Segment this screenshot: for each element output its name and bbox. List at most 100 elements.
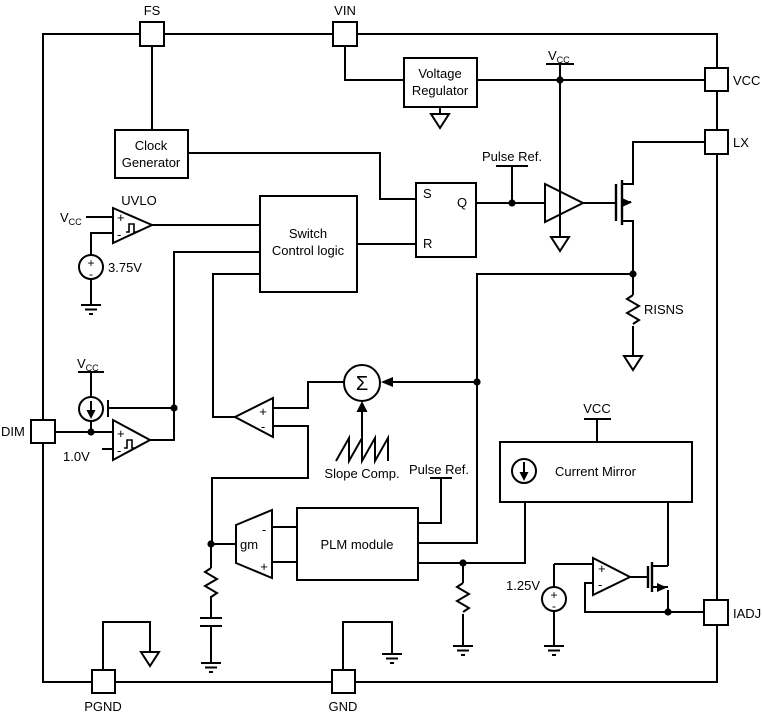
gate-drive: Pulse Ref. (476, 64, 616, 253)
pin-gnd (331, 669, 356, 694)
clock-generator-label: Generator (122, 155, 181, 170)
voltage-source-icon (78, 254, 104, 280)
gm-amp-icon (235, 508, 273, 580)
power-ground-icon (549, 236, 571, 253)
nmos-icon (646, 562, 668, 592)
minus-sign: - (262, 522, 266, 537)
junction-dot (664, 608, 672, 616)
arrowhead-icon (86, 410, 96, 419)
junction-dot (473, 378, 481, 386)
pin-vcc-label: VCC (733, 73, 760, 88)
voltage-regulator-label: Voltage (418, 66, 461, 81)
plus-sign: + (259, 404, 267, 419)
switch-control-logic-block (259, 195, 358, 293)
pin-vcc (704, 67, 729, 92)
pin-gnd-label: GND (329, 699, 358, 714)
slope-comp-waveform-icon (335, 434, 389, 465)
resistor-icon (625, 294, 641, 325)
error-amp: + - (211, 273, 309, 544)
gnd-branch (342, 621, 402, 670)
uvlo-label: UVLO (121, 193, 156, 208)
ground-icon (544, 645, 564, 656)
plm-module-label: PLM module (321, 537, 394, 552)
sr-latch: S Q R (415, 182, 477, 258)
chip-outline (42, 33, 718, 683)
gm-label: gm (240, 537, 258, 552)
plus-sign: + (87, 256, 94, 270)
dim-threshold-label: 1.0V (63, 449, 90, 464)
uvlo-comparator: + - + - 3.75V UVLO VCC (60, 193, 260, 315)
minus-sign: - (117, 227, 121, 242)
capacitor-icon (200, 617, 222, 627)
pin-lx-label: LX (733, 135, 749, 150)
plus-sign: + (260, 559, 268, 574)
dim-input-stage: VCC + - 1.0V (55, 251, 260, 464)
current-mirror-label: Current Mirror (555, 464, 637, 479)
clock-generator-block (114, 129, 189, 179)
pin-vin (332, 21, 358, 47)
minus-sign: - (261, 419, 265, 434)
pulse-ref-bottom-label: Pulse Ref. (409, 462, 469, 477)
latch-q-label: Q (457, 195, 467, 210)
iadj-reference-label: 1.25V (506, 578, 540, 593)
resistor-icon (203, 567, 219, 598)
pin-dim (30, 419, 56, 444)
minus-sign: - (598, 577, 602, 592)
ground-icon (453, 645, 473, 656)
plus-sign: + (550, 588, 557, 602)
ground-icon (81, 304, 101, 315)
arrowhead-icon (356, 401, 368, 412)
error-amp-icon (232, 396, 274, 439)
plus-sign: + (117, 210, 125, 225)
pgnd-branch (102, 621, 161, 670)
latch-r-label: R (423, 236, 432, 251)
arrowhead-icon (519, 472, 529, 481)
pin-vin-label: VIN (334, 3, 356, 18)
pin-fs (139, 21, 165, 47)
hysteresis-icon (126, 223, 137, 233)
junction-dot (508, 199, 516, 207)
power-ground-icon (139, 651, 161, 668)
vcc-dim-label: VCC (77, 356, 99, 373)
vcc-rail-label: VCC (548, 48, 570, 65)
ground-icon (382, 653, 402, 664)
minus-sign: - (117, 443, 121, 458)
pin-dim-label: DIM (1, 424, 25, 439)
summing-node: Σ Slope Comp. (273, 364, 400, 481)
sigma-label: Σ (356, 373, 368, 395)
power-ground-icon (622, 355, 644, 372)
switch-control-label: Switch (289, 226, 327, 241)
gm-amp-stage: gm - + (200, 508, 297, 673)
uvlo-threshold-label: 3.75V (108, 260, 142, 275)
ground-icon (201, 662, 221, 673)
buffer-icon (544, 182, 586, 224)
pins: FS VIN VCC LX IADJ DIM PGND GND (1, 3, 761, 714)
plm-module-block (296, 507, 419, 581)
pulse-ref-top-label: Pulse Ref. (482, 149, 542, 164)
pin-fs-label: FS (144, 3, 161, 18)
vcc-uvlo-label: VCC (60, 210, 82, 227)
power-ground-icon (429, 113, 451, 130)
risns-label: RISNS (644, 302, 684, 317)
power-mosfet-icon (614, 141, 705, 274)
opamp-icon (592, 556, 633, 597)
junction-dot (556, 76, 564, 84)
voltage-regulator-label: Regulator (412, 83, 469, 98)
junction-dot (87, 428, 95, 436)
plus-sign: + (117, 426, 125, 441)
hysteresis-icon (124, 439, 135, 449)
current-mirror: VCC Current Mirror (499, 401, 693, 566)
switch-control-label: Control logic (272, 243, 345, 258)
latch-s-label: S (423, 186, 432, 201)
plus-sign: + (598, 561, 606, 576)
pin-lx (704, 129, 729, 155)
minus-sign: - (552, 599, 556, 613)
pin-iadj (703, 599, 729, 626)
iadj-stage: + - + - 1.25V (506, 556, 704, 656)
resistor-icon (455, 582, 471, 613)
slope-comp-label: Slope Comp. (324, 466, 399, 481)
risns-branch: RISNS (622, 270, 684, 372)
sr-latch-block (415, 182, 477, 258)
